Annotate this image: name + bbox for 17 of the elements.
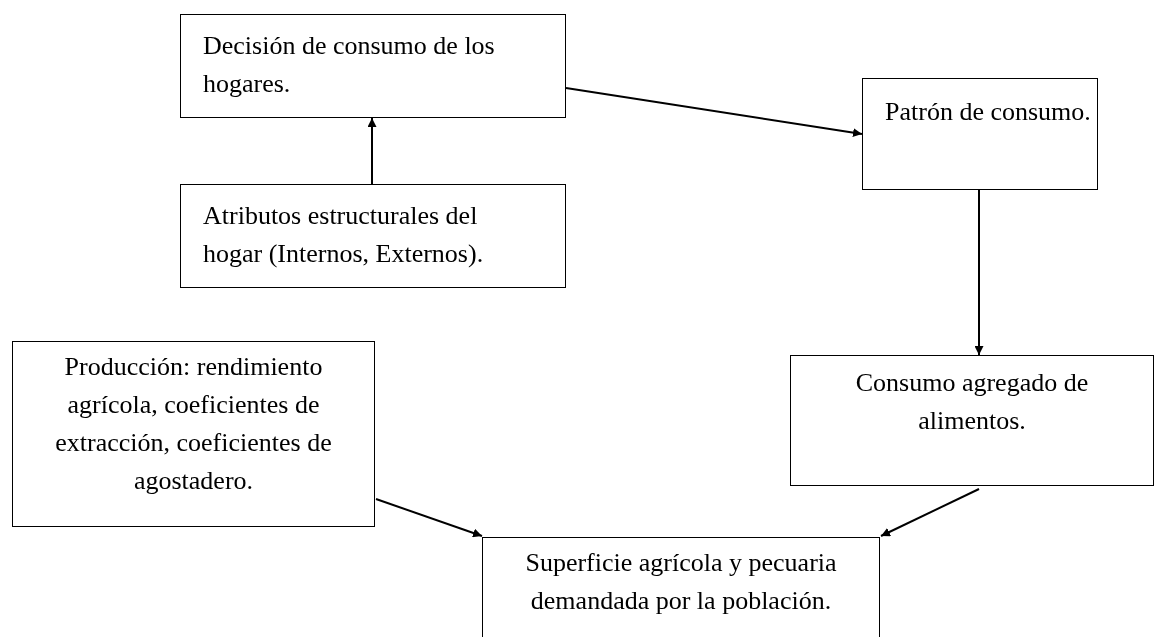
arrow — [565, 87, 863, 138]
box-text: Consumo agregado de alimentos. — [854, 367, 1090, 437]
process-box — [790, 355, 1154, 486]
arrow — [375, 498, 483, 538]
box-text: Decisión de consumo de los hogares. — [203, 30, 496, 100]
process-box — [482, 537, 880, 637]
arrow — [974, 189, 984, 356]
arrow — [367, 117, 377, 185]
process-box — [180, 14, 566, 118]
box-text: Producción: rendimiento agrícola, coeficientes de extracción, coeficientes de agostadero. — [54, 351, 333, 497]
process-box — [862, 78, 1098, 190]
box-text: Patrón de consumo. — [885, 96, 1091, 128]
box-text: Atributos estructurales del hogar (Internos, Externos). — [203, 200, 485, 270]
process-box — [12, 341, 375, 527]
process-box — [180, 184, 566, 288]
box-text: Superficie agrícola y pecuaria demandada por la población. — [524, 547, 838, 617]
arrow — [880, 488, 980, 537]
